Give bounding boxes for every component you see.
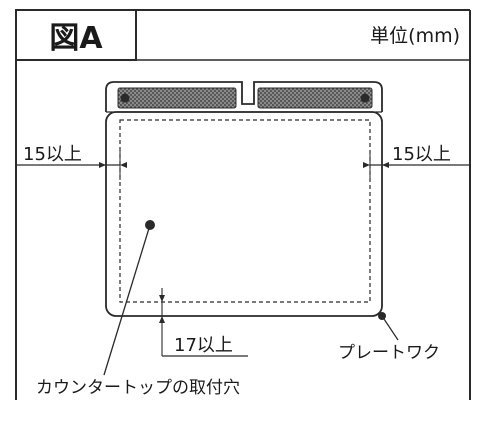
plate-outline [105, 81, 383, 317]
plate-frame-label: プレートワク [338, 343, 440, 363]
bottom-dimension: 17以上 [159, 288, 248, 357]
outer-frame [15, 9, 471, 400]
hatch-strip-left [117, 87, 237, 109]
right-margin-label: 15以上 [392, 144, 451, 165]
plate-frame-body [105, 111, 383, 317]
counter-hole-leader: カウンタートップの取付穴 [36, 220, 240, 398]
left-dimension: 15以上 [16, 144, 127, 180]
bottom-margin-label: 17以上 [174, 335, 233, 356]
hatch-strip-right [257, 87, 373, 109]
figure-tag-box: 図A [15, 9, 137, 61]
figure-tag: 図A [49, 21, 103, 56]
left-margin-label: 15以上 [23, 144, 82, 165]
plate-frame-leader: プレートワク [338, 312, 440, 363]
counter-hole-outline [119, 119, 371, 303]
counter-hole-label: カウンタートップの取付穴 [36, 378, 240, 398]
unit-label: 単位(mm) [370, 25, 460, 47]
right-dimension: 15以上 [363, 144, 470, 180]
